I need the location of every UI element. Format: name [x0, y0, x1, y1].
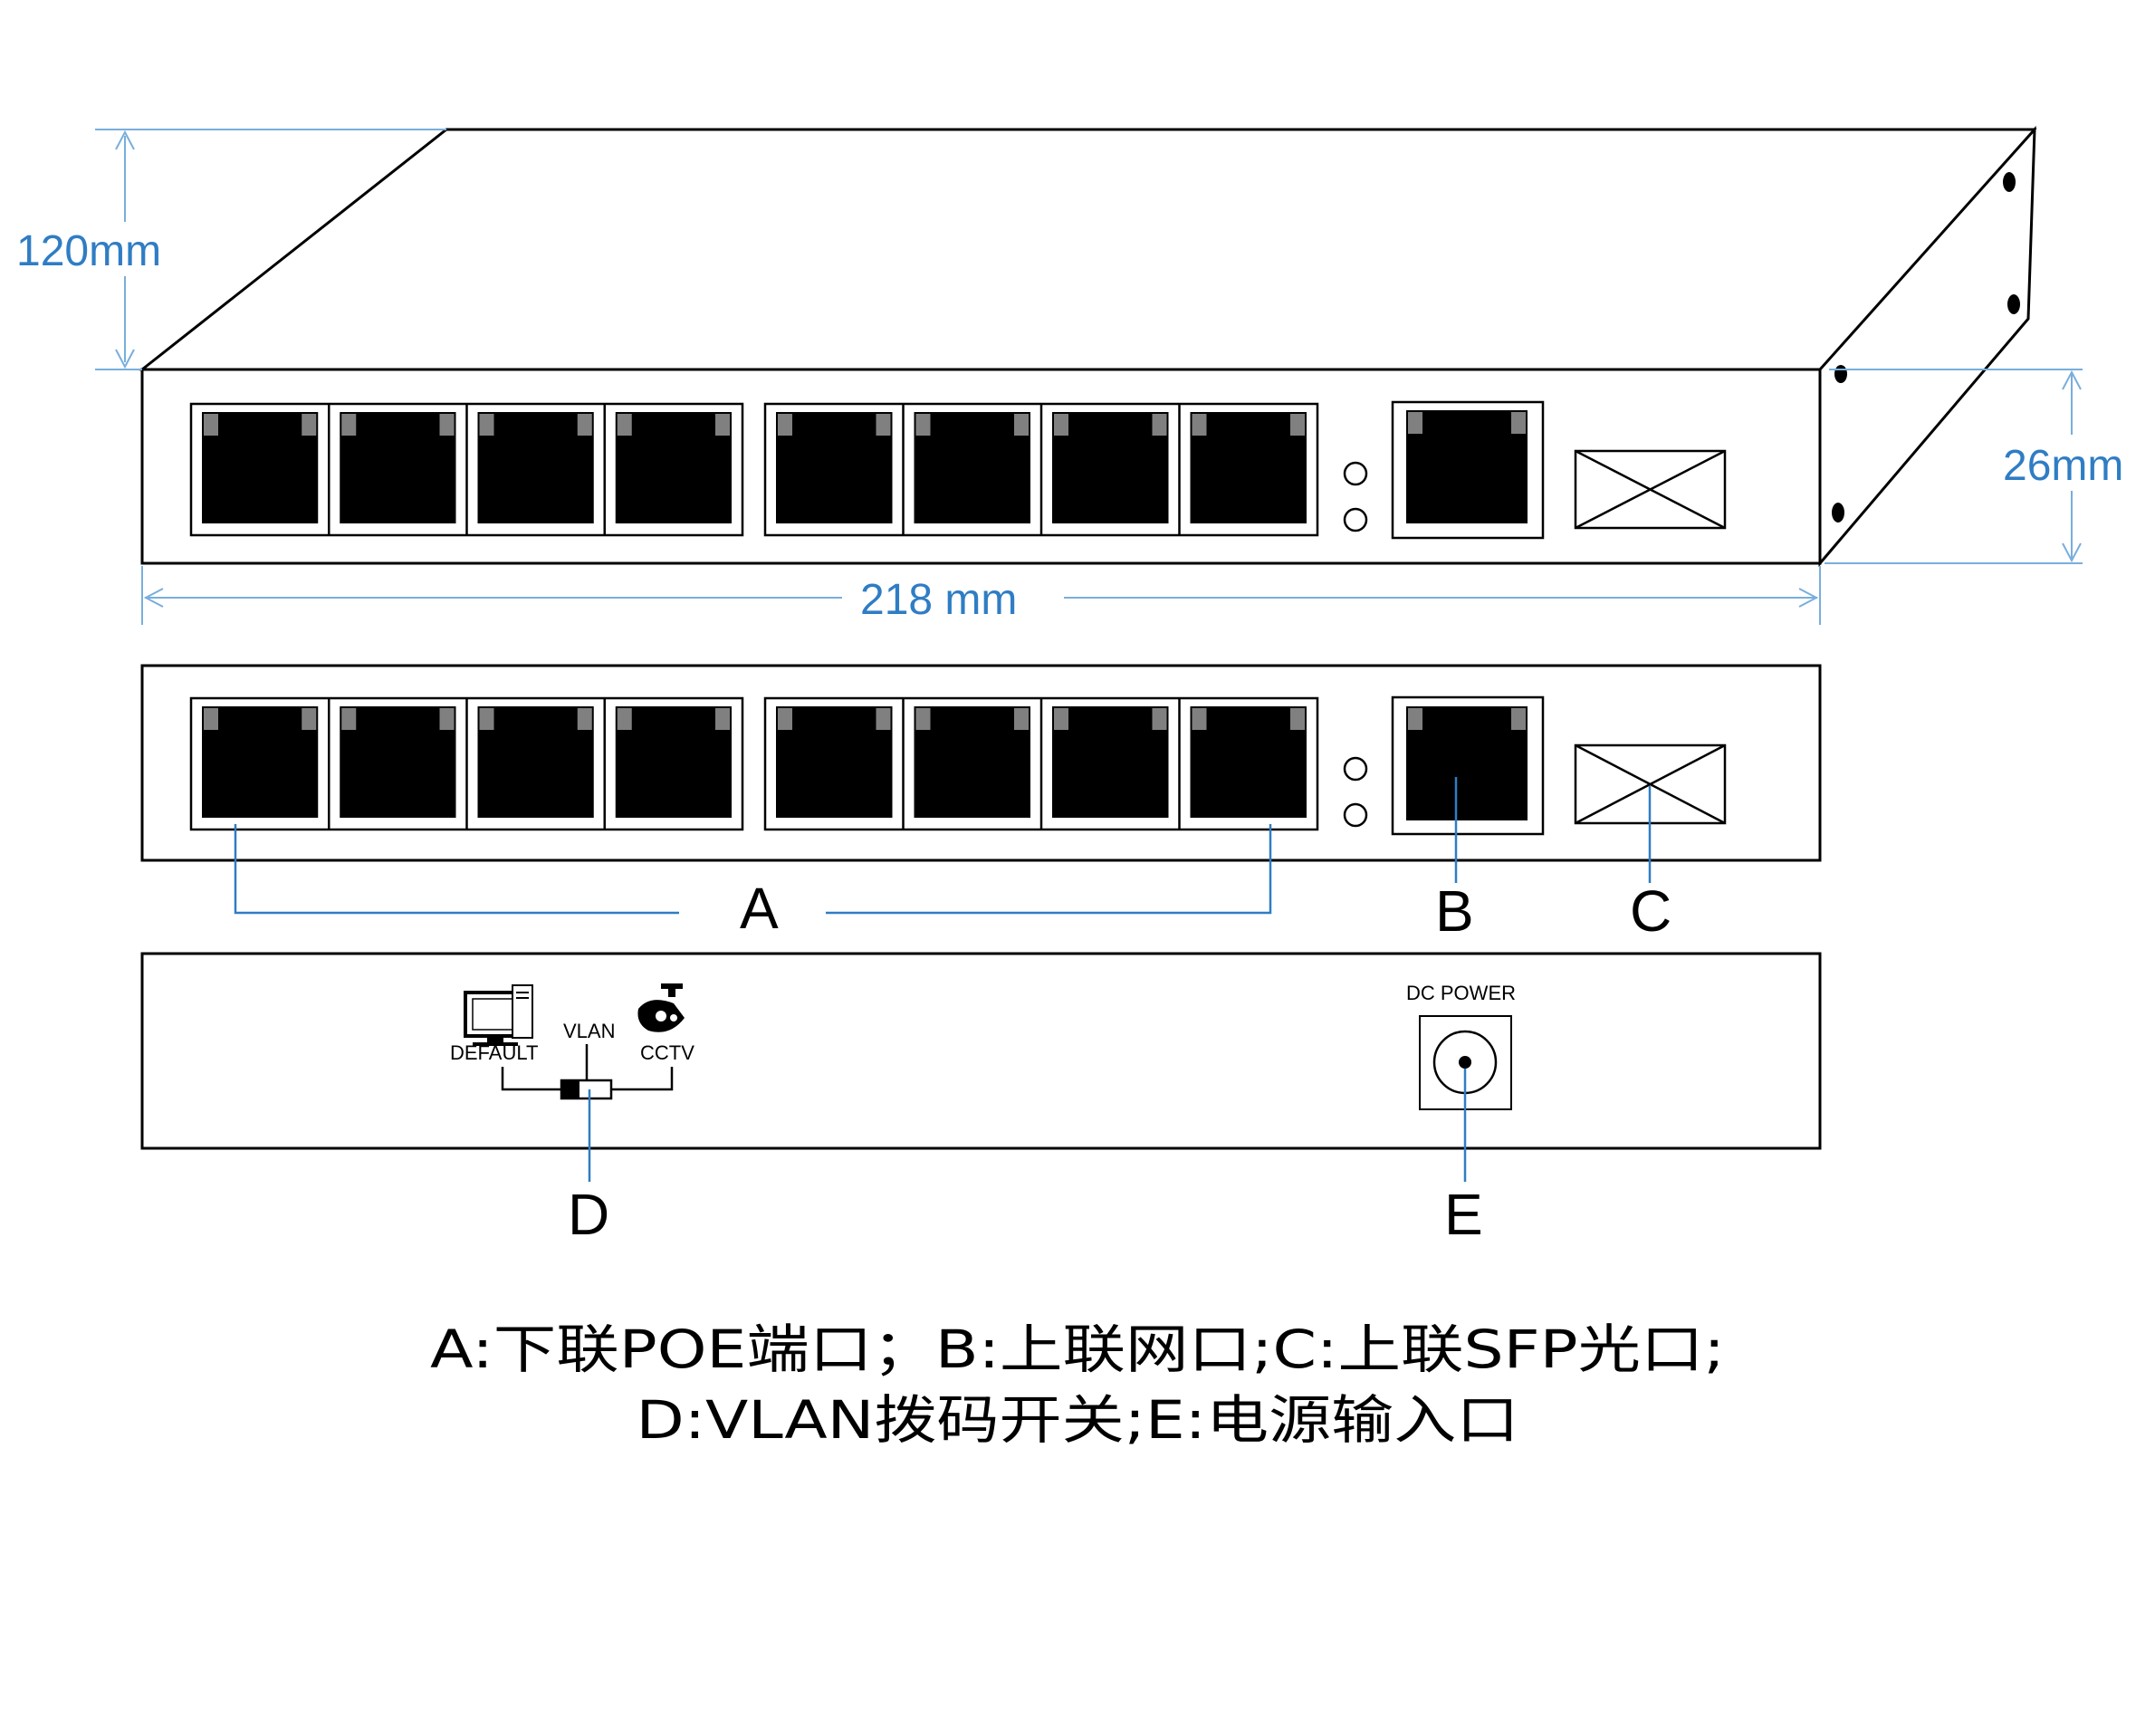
callout-d: D	[568, 1182, 609, 1247]
dimension-width-label: 218 mm	[860, 576, 1017, 624]
computer-icon	[464, 984, 533, 1046]
rj45-port-icon	[615, 412, 732, 523]
poe-port-group	[189, 696, 1319, 831]
dimension-height-label: 26mm	[2003, 442, 2123, 490]
mounting-hole-icon	[1834, 365, 1847, 383]
uplink-port-frame	[1391, 695, 1545, 836]
switch-3d-view	[139, 125, 2037, 568]
dimension-depth: 120mm	[9, 129, 446, 370]
poe-port-group	[189, 402, 1319, 537]
callout-b: B	[1435, 878, 1474, 944]
switch-wire-cctv	[611, 1067, 674, 1091]
leader-line-a	[826, 824, 1272, 915]
legend-line-1: A:下联POE端口；B:上联网口;C:上联SFP光口;	[430, 1319, 1725, 1380]
switch-rear-view: DEFAULT VLAN CCTV D DC POWER E	[140, 952, 1822, 1247]
rj45-port-icon	[477, 706, 594, 818]
rj45-port-icon	[914, 412, 1030, 523]
rj45-port-icon	[1406, 706, 1528, 820]
led-indicator-icon	[1343, 507, 1368, 532]
rj45-port-icon	[1052, 706, 1169, 818]
uplink-port-frame	[1391, 400, 1545, 540]
uplink-port	[1406, 410, 1528, 523]
rj45-port-icon	[202, 706, 319, 818]
leader-line-a	[234, 824, 679, 915]
rj45-port-icon	[1190, 706, 1307, 818]
uplink-port	[1406, 706, 1528, 820]
dip-switch-icon[interactable]	[560, 1079, 613, 1100]
dimension-width: 218 mm	[141, 566, 1821, 629]
rj45-port-icon	[615, 706, 732, 818]
dc-power-label: DC POWER	[1406, 982, 1516, 1004]
rj45-port-icon	[340, 412, 456, 523]
rj45-port-icon	[202, 412, 319, 523]
switch-wire-default	[501, 1067, 561, 1091]
rj45-port-icon	[914, 706, 1030, 818]
rj45-port-icon	[776, 706, 893, 818]
legend: A:下联POE端口；B:上联网口;C:上联SFP光口; D:VLAN拨码开关;E…	[430, 1319, 1725, 1451]
vlan-label: VLAN	[563, 1020, 615, 1042]
cctv-label: CCTV	[640, 1041, 694, 1064]
rj45-port-icon	[477, 412, 594, 523]
rj45-port-icon	[1190, 412, 1307, 523]
legend-line-2: D:VLAN拨码开关;E:电源输入口	[637, 1389, 1519, 1451]
led-indicator-icon	[1343, 756, 1368, 782]
mounting-hole-icon	[2003, 172, 2016, 192]
cctv-camera-icon	[637, 983, 685, 1032]
default-label: DEFAULT	[450, 1041, 538, 1064]
rear-panel	[140, 952, 1822, 1150]
rj45-port-icon	[340, 706, 456, 818]
dimension-depth-label: 120mm	[16, 227, 161, 275]
dc-jack-icon[interactable]	[1419, 1015, 1512, 1110]
led-indicator-icon	[1343, 461, 1368, 486]
rj45-port-icon	[1052, 412, 1169, 523]
mounting-hole-icon	[2007, 294, 2020, 314]
sfp-slot-icon	[1574, 449, 1727, 530]
switch-front-view: A B C	[140, 664, 1822, 944]
mounting-hole-icon	[1832, 503, 1844, 523]
callout-a: A	[740, 876, 779, 941]
led-indicator-icon	[1343, 802, 1368, 828]
callout-e: E	[1444, 1182, 1483, 1247]
callout-c: C	[1630, 878, 1671, 944]
rj45-port-icon	[1406, 410, 1528, 523]
dimension-height: 26mm	[1825, 369, 2155, 564]
rj45-port-icon	[776, 412, 893, 523]
